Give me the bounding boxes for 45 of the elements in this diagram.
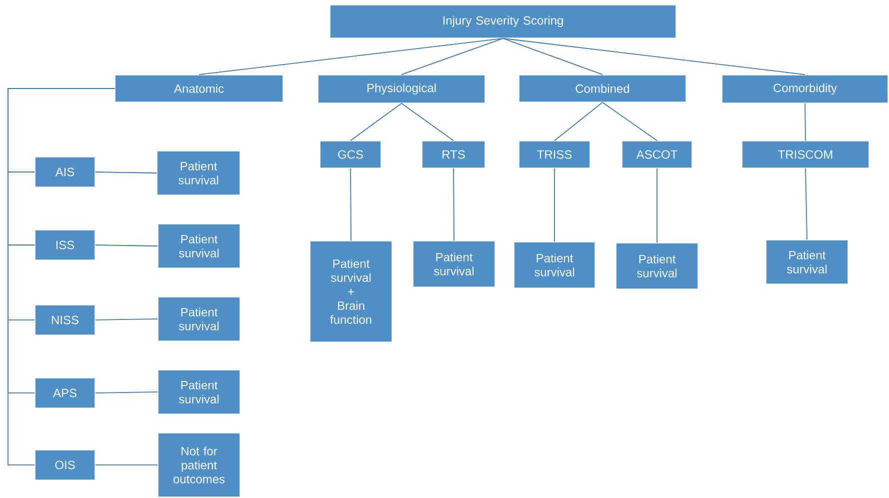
outcome-box: Patient survival + Brain function bbox=[310, 240, 392, 342]
connector-line bbox=[401, 38, 504, 76]
outcome-box: Patient survival bbox=[616, 242, 698, 290]
score-box: GCS bbox=[320, 140, 382, 168]
score-box: TRISS bbox=[518, 140, 590, 168]
outcome-box: Patient survival bbox=[766, 240, 848, 284]
connector-line bbox=[401, 102, 454, 142]
connector-line bbox=[350, 102, 402, 142]
outcome-box: Not for patient outcomes bbox=[158, 432, 240, 498]
connector-line bbox=[94, 244, 158, 246]
heading-box: Injury Severity Scoring bbox=[330, 4, 676, 38]
score-box: ISS bbox=[34, 230, 96, 260]
connector-line bbox=[94, 464, 158, 466]
category-box: Comorbidity bbox=[722, 74, 888, 104]
connector-line bbox=[502, 38, 603, 76]
score-box: TRISCOM bbox=[742, 140, 870, 168]
connector-line bbox=[804, 102, 806, 142]
outcome-box: Patient survival bbox=[158, 224, 240, 268]
connector-line bbox=[94, 172, 158, 174]
outcome-box: Patient survival bbox=[156, 150, 240, 196]
connector-line bbox=[502, 38, 806, 76]
score-box: APS bbox=[34, 378, 96, 408]
outcome-box: Patient survival bbox=[158, 370, 240, 414]
connector-line bbox=[94, 392, 158, 394]
connector-line bbox=[198, 38, 504, 76]
connector-line bbox=[656, 168, 658, 244]
score-box: AIS bbox=[34, 156, 96, 188]
score-box: OIS bbox=[34, 450, 96, 480]
outcome-box: Patient survival bbox=[514, 242, 596, 288]
connector-line bbox=[8, 88, 116, 466]
connector-line bbox=[602, 102, 658, 142]
category-box: Anatomic bbox=[114, 74, 284, 102]
connector-line bbox=[94, 318, 158, 320]
connector-line bbox=[554, 168, 555, 242]
score-box: NISS bbox=[34, 304, 96, 336]
outcome-box: Patient survival bbox=[158, 296, 240, 342]
score-box: ASCOT bbox=[622, 140, 692, 168]
score-box: RTS bbox=[422, 140, 486, 168]
outcome-box: Patient survival bbox=[412, 240, 496, 288]
connector-line bbox=[554, 102, 603, 142]
category-box: Physiological bbox=[318, 74, 486, 104]
connector-line bbox=[453, 168, 454, 242]
connector-line bbox=[350, 168, 352, 242]
connector-line bbox=[805, 168, 808, 240]
category-box: Combined bbox=[518, 74, 686, 102]
